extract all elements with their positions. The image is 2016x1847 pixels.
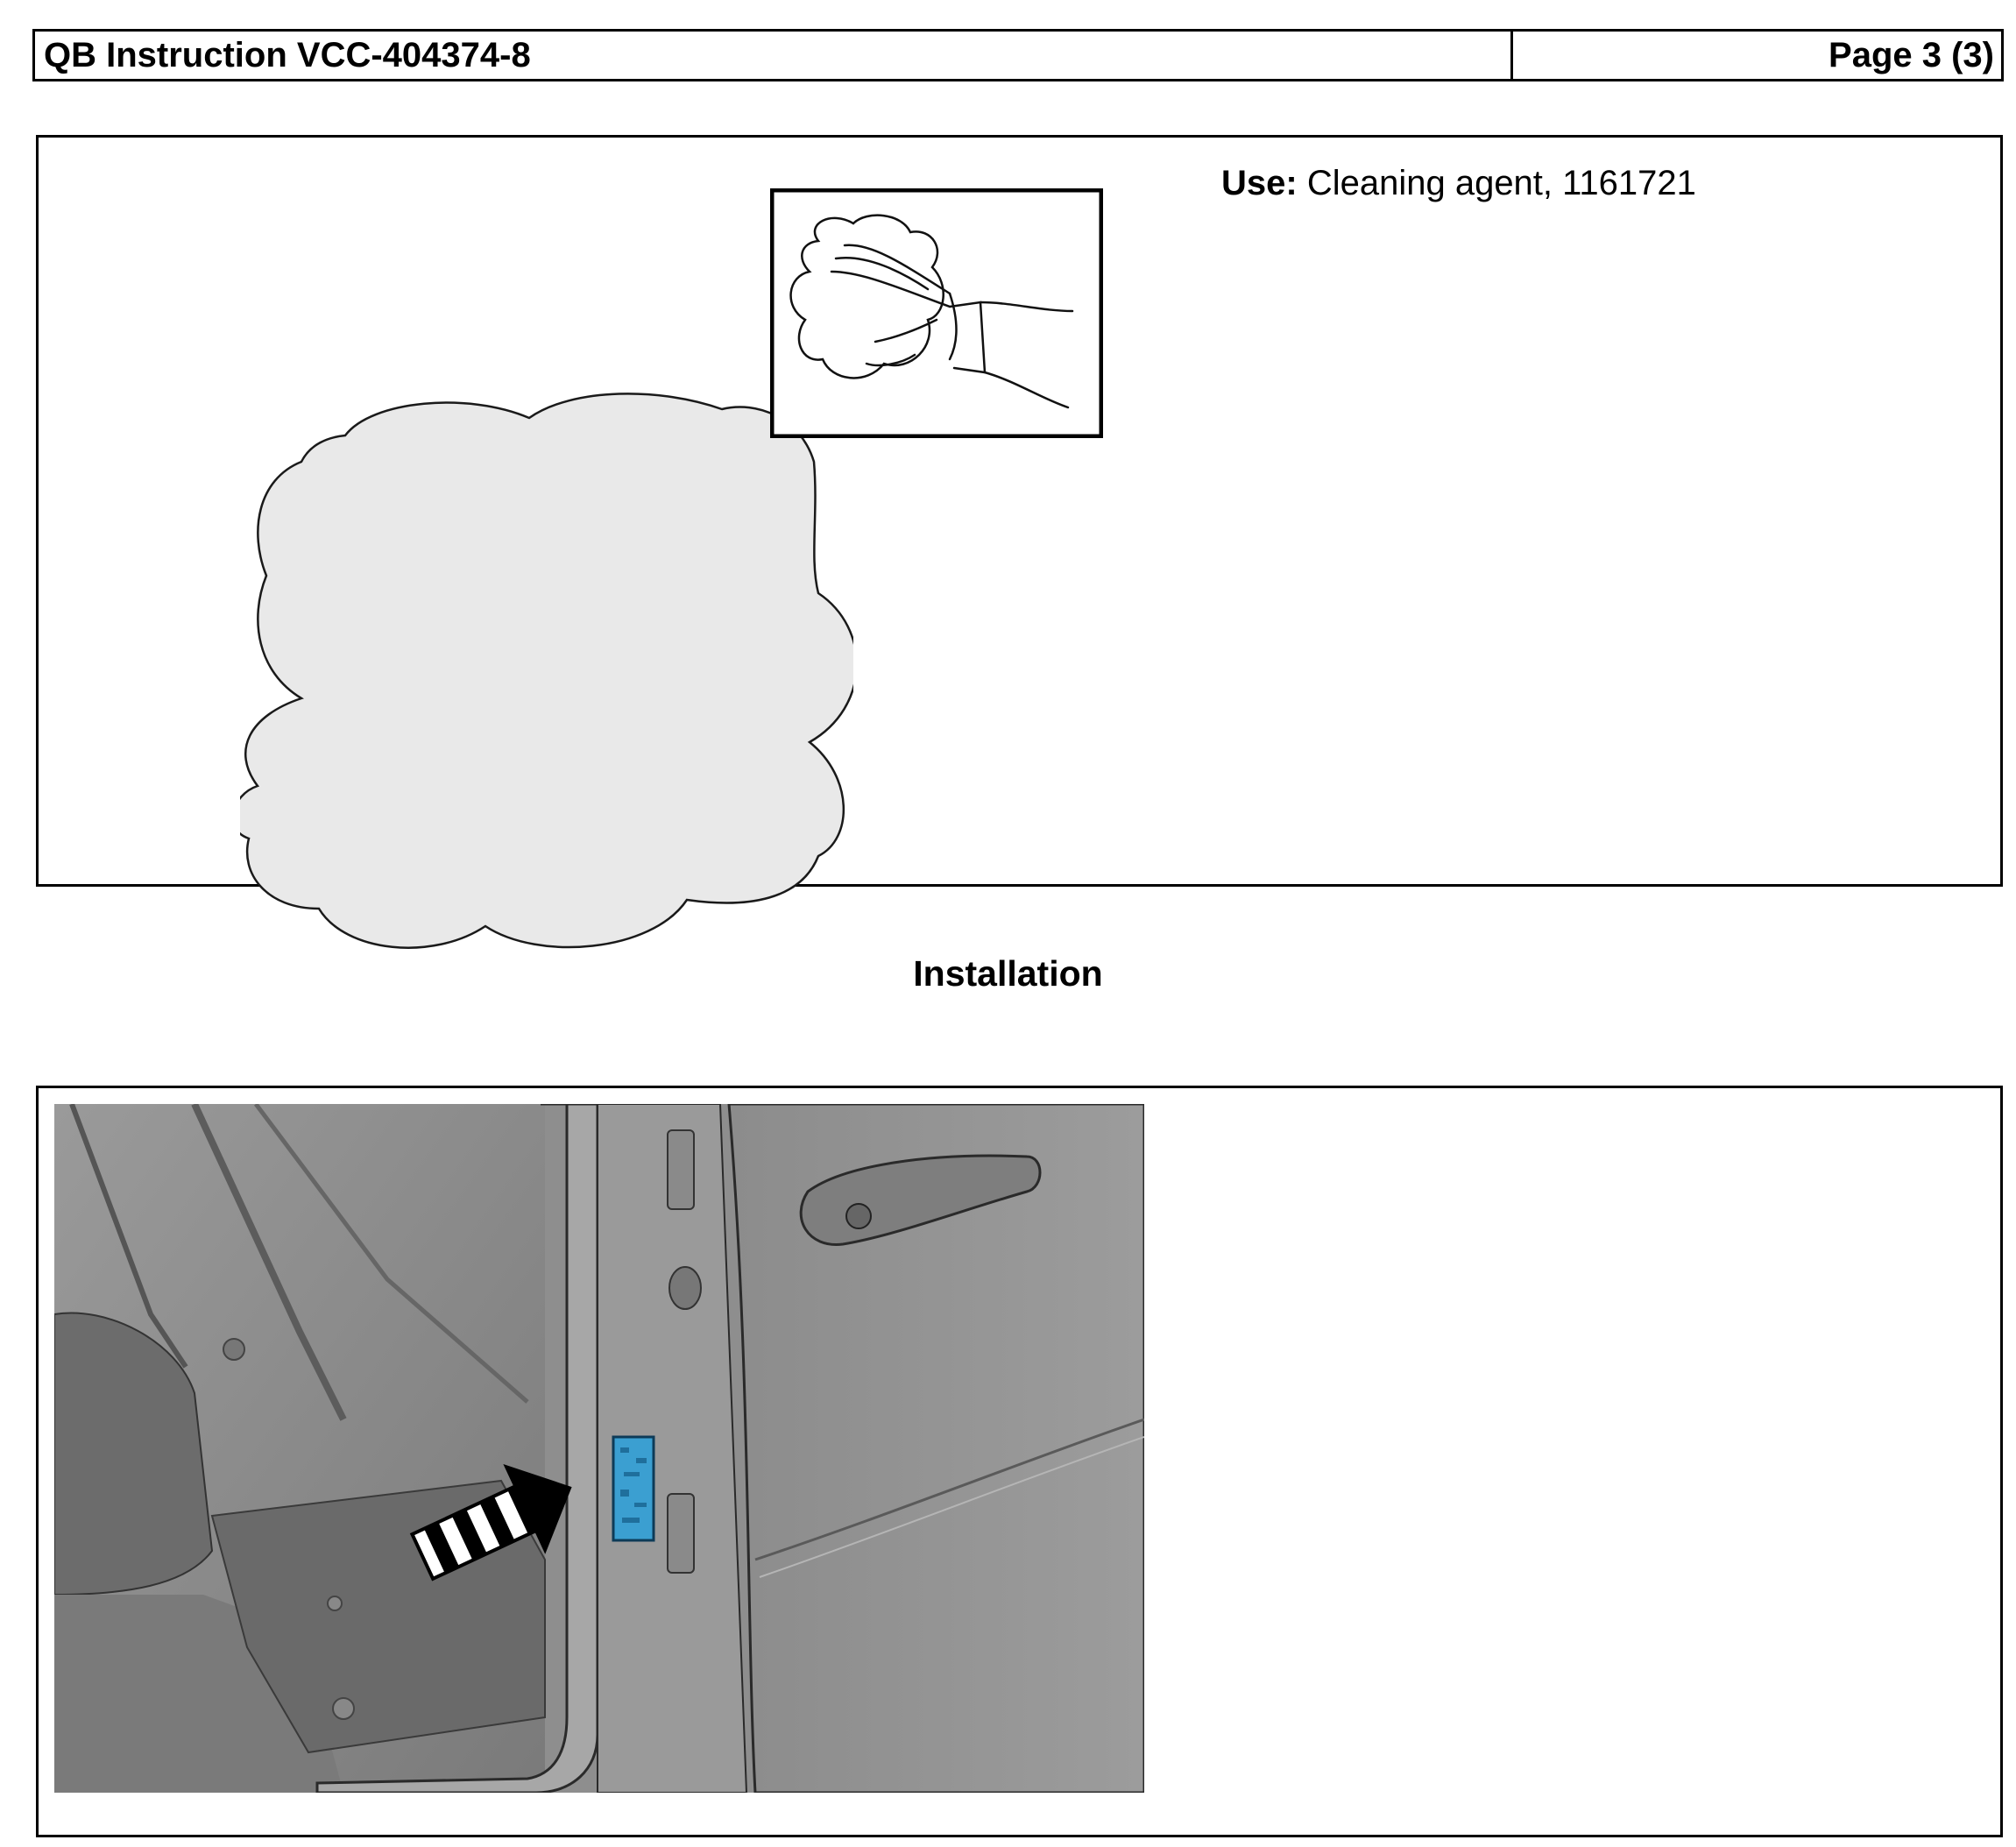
car-door-icon [727,1104,1144,1793]
hand-wiping-cloth-icon [789,214,1074,409]
document-title: QB Instruction VCC-404374-8 [35,32,1513,79]
hand-wiping-illustration [770,188,1103,438]
use-label: Use: [1221,164,1298,202]
blue-label-pattern-icon [620,1447,647,1523]
car-interior-icon [54,1104,546,1793]
cleaning-step-panel: Use: Cleaning agent, 1161721 [36,135,2003,949]
car-door-pillar-icon [315,1104,748,1793]
document-header: QB Instruction VCC-404374-8 Page 3 (3) [32,29,2004,81]
page-number: Page 3 (3) [1829,35,1994,74]
cleaning-area-illustration [240,393,853,949]
blue-label-icon [612,1435,655,1542]
section-title: Installation [913,953,1103,994]
striped-arrow-icon [409,1464,572,1582]
use-instruction: Use: Cleaning agent, 1161721 [1221,164,1696,203]
installation-step-panel [36,1086,2003,1837]
installation-illustration [54,1104,1144,1793]
cleaning-area-cloud-icon [240,393,853,949]
use-value: Cleaning agent, 1161721 [1297,164,1696,202]
